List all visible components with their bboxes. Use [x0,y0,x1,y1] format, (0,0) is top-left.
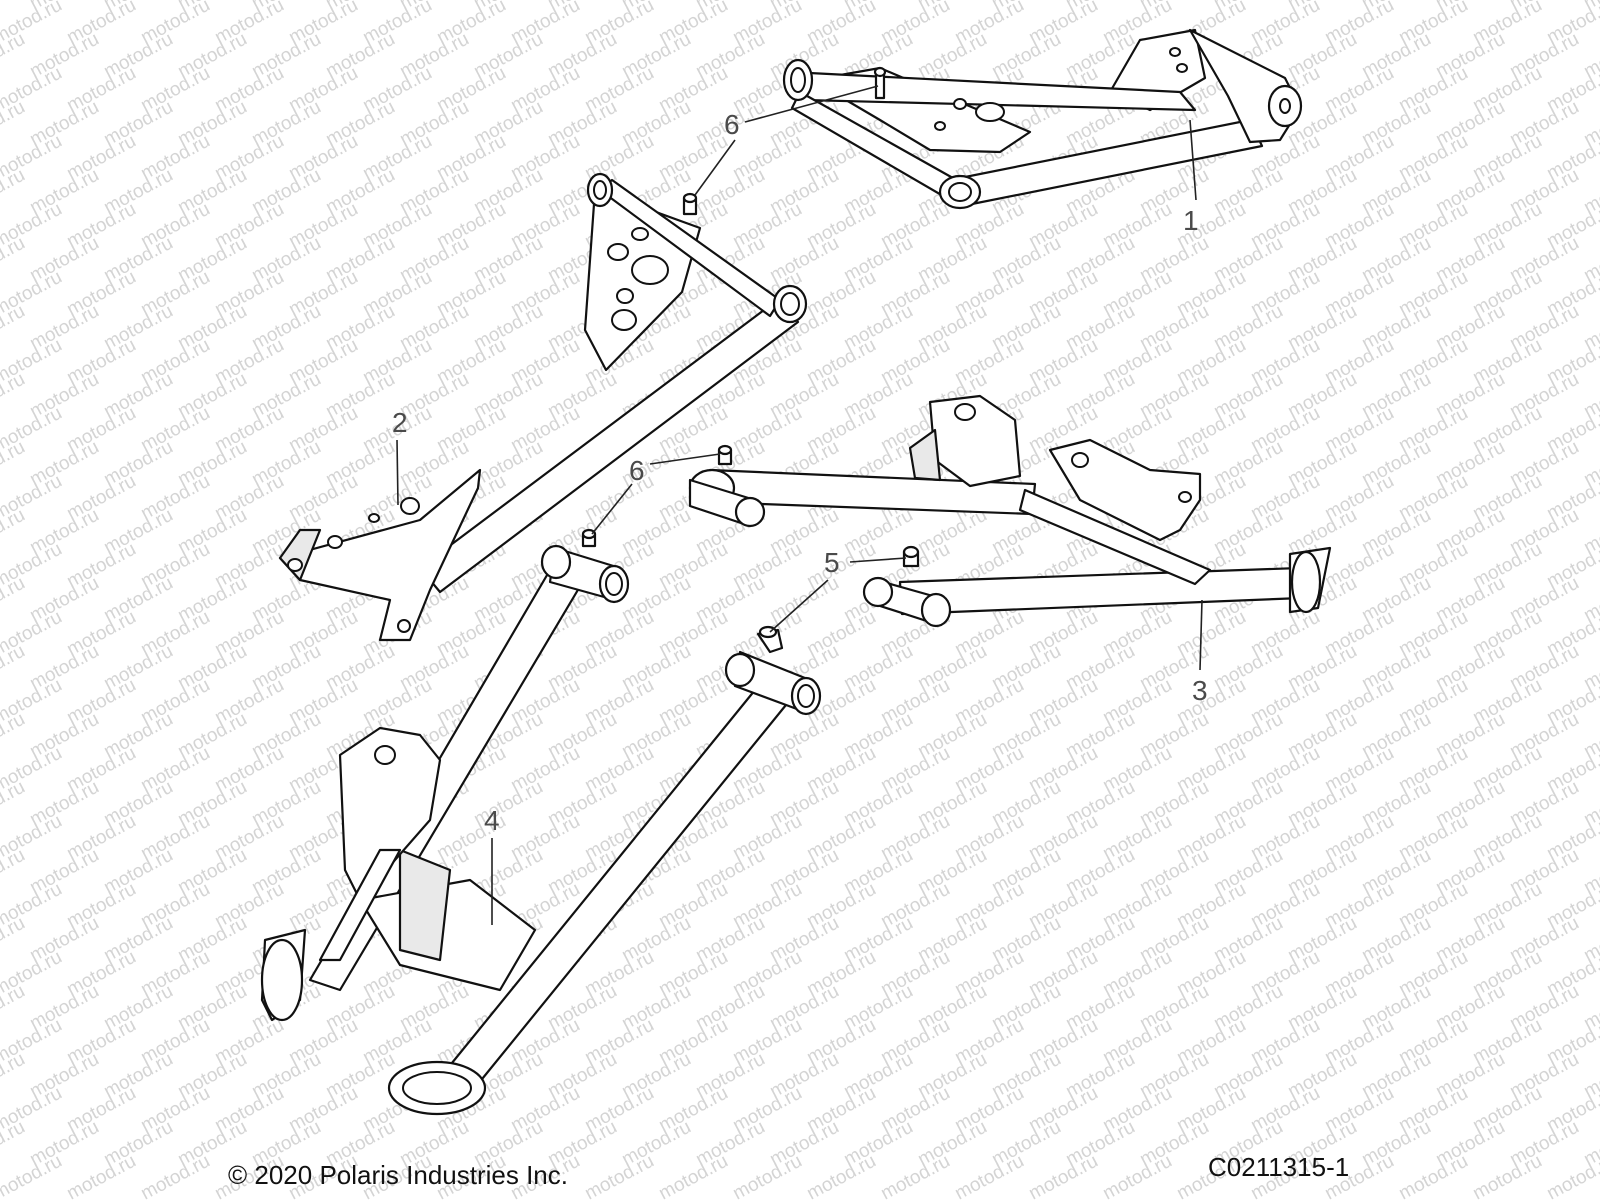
part-1-upper-a-arm [782,28,1303,210]
copyright-notice: © 2020 Polaris Industries Inc. [228,1160,568,1190]
watermark-text: motod.ru [581,1151,657,1200]
grease-fitting-6-right [717,444,733,466]
leader-5 [849,557,907,563]
watermark-text: motod.ru [0,301,29,355]
watermark-text: motod.ru [1469,1151,1545,1200]
watermark-text: motod.ru [0,1117,29,1171]
callout-3: 3 [1192,675,1208,706]
watermark-text: motod.ru [0,573,29,627]
watermark-text: motod.ru [63,1151,139,1200]
grease-fitting-6-left [581,528,597,548]
grease-fitting-6-top [682,192,698,216]
leader-2 [396,439,399,506]
watermark-text: motod.ru [0,29,29,83]
leader-6a-2 [694,139,736,196]
leader-6a [744,85,879,123]
figure-id: C0211315-1 [1208,1152,1350,1182]
callout-6-top: 6 [724,109,740,140]
callout-6-middle: 6 [629,455,645,486]
callout-5: 5 [824,547,840,578]
callout-4: 4 [484,805,500,836]
watermark-text: motod.ru [137,1151,213,1200]
watermark-text: motod.ru [1099,1151,1175,1200]
part-2-a-arm [278,172,808,642]
watermark-text: motod.ru [0,369,29,423]
watermark-text: motod.ru [0,913,29,967]
leader-1 [1189,119,1197,201]
callouts: 6 1 2 6 3 5 4 [392,85,1208,925]
watermark-text: motod.ru [0,777,29,831]
part-3-a-arm [688,394,1332,628]
grease-fitting-5-upper [902,545,920,568]
watermark-text: motod.ru [0,641,29,695]
watermark-text: motod.ru [655,1151,731,1200]
leader-6b-2 [591,483,633,535]
watermark-text: motod.ru [0,97,29,151]
watermark-text: motod.ru [0,437,29,491]
leader-3 [1199,599,1203,671]
callout-1: 1 [1183,205,1199,236]
watermark-text: motod.ru [0,845,29,899]
watermark-text: motod.ru [729,1151,805,1200]
watermark-text: motod.ru [951,1151,1027,1200]
watermark-text: motod.ru [0,165,29,219]
leader-5-2 [769,579,829,633]
watermark-text: motod.ru [877,1151,953,1200]
watermark-text: motod.ru [0,233,29,287]
watermark-text: motod.ru [0,981,29,1035]
watermark-text: motod.ru [0,505,29,559]
part-4-trailing-arm [260,544,822,1116]
leader-6b [649,453,721,465]
watermark-text: motod.ru [0,709,29,763]
watermark-text: motod.ru [0,1049,29,1103]
callout-2: 2 [392,407,408,438]
watermark-text: motod.ru [803,1151,879,1200]
watermark-text: motod.ru [1025,1151,1101,1200]
watermark-text: motod.ru [1395,1151,1471,1200]
